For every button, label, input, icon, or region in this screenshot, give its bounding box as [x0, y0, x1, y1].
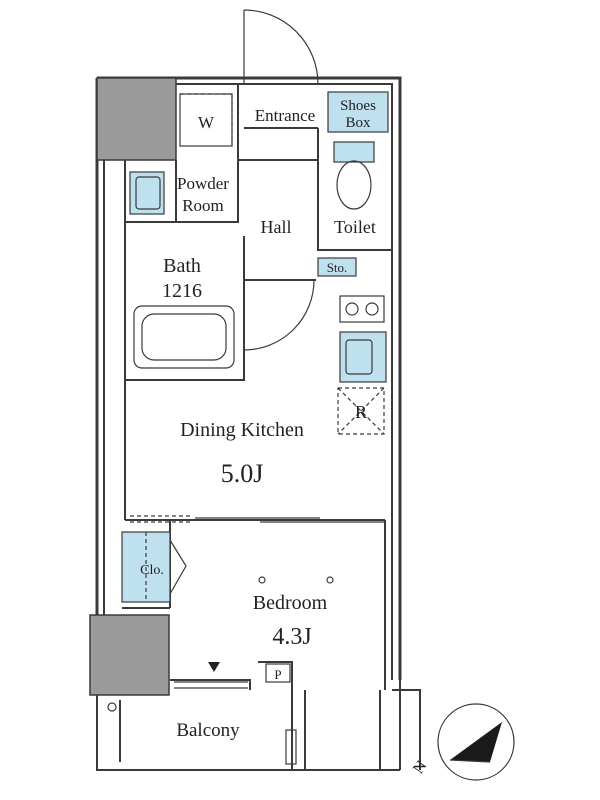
column-top-left: [96, 77, 177, 161]
pipe-space-label: P: [274, 667, 281, 682]
balcony-label: Balcony: [176, 720, 240, 741]
column-bottom-left: [89, 614, 170, 696]
powder-room-label-1: Powder: [177, 174, 229, 193]
compass: N: [410, 703, 515, 781]
shoes-box-label-1: Shoes: [340, 98, 376, 114]
shoes-box-label-2: Box: [345, 115, 371, 131]
bedroom-label: Bedroom: [253, 592, 328, 614]
toilet-label: Toilet: [334, 217, 376, 237]
storage-label: Sto.: [327, 260, 348, 275]
outer-walls: [95, 76, 421, 771]
storage-box: [317, 257, 357, 277]
shoes-box: [327, 91, 389, 133]
dining-kitchen-label: Dining Kitchen: [180, 419, 304, 441]
washer-label: W: [198, 113, 215, 132]
entrance-label: Entrance: [255, 106, 315, 125]
window-marker-triangle: [208, 662, 220, 672]
sliding-door: [130, 515, 190, 523]
washer-box: [179, 93, 233, 147]
bath-label-1: Bath: [163, 255, 201, 277]
dining-kitchen-size: 5.0J: [221, 459, 264, 488]
entrance-door: [243, 9, 319, 85]
bath-label-2: 1216: [162, 280, 202, 302]
stove: [339, 295, 385, 323]
refrigerator-label: R: [355, 402, 367, 422]
bedroom-size: 4.3J: [272, 624, 311, 650]
hall-label: Hall: [261, 217, 292, 237]
pipe-space: [265, 663, 291, 683]
bathtub: [133, 305, 235, 369]
refrigerator-space: [337, 387, 385, 435]
toilet-bowl: [336, 160, 372, 210]
toilet-tank: [333, 141, 375, 163]
powder-room-label-2: Room: [182, 196, 224, 215]
closet-label: Clo.: [140, 563, 164, 578]
